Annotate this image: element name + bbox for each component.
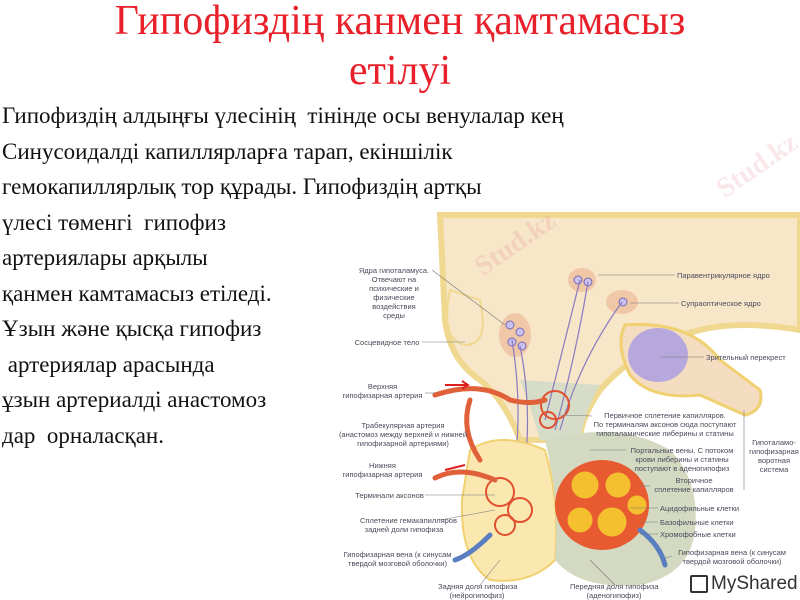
label-secondary-plexus: Вторичное сплетение капилляров xyxy=(654,476,734,494)
body-line: Синусоидалді капиллярларға тарап, екінші… xyxy=(2,138,453,164)
label-basophilic: Базофильные клетки xyxy=(660,518,734,527)
inferior-artery xyxy=(432,469,498,483)
label-posterior-plexus: Сплетение гемакапилляров задней доли гип… xyxy=(360,516,457,534)
body-line: артериялар арасында xyxy=(2,351,215,377)
presentation-icon xyxy=(690,575,708,593)
label-inferior-artery: Нижняя гипофизарная артерия xyxy=(342,461,423,479)
label-vein-left: Гипофизарная вена (к синусам твердой моз… xyxy=(343,550,452,568)
body-line: ұзын артериалді анастомоз xyxy=(2,387,267,412)
body-line: гемокапиллярлық тор құрады. Гипофиздің а… xyxy=(2,174,482,199)
label-anterior-lobe: Передняя доля гипофиза (аденогипофиз) xyxy=(570,582,659,600)
label-mammillary-body: Сосцевидное тело xyxy=(354,338,420,347)
label-trabecular-artery: Трабекулярная артерия (анастомоз между в… xyxy=(338,421,468,448)
slide-body: Гипофиздің алдыңғы үлесінің тінінде осы … xyxy=(2,98,564,453)
label-posterior-lobe: Задняя доля гипофиза (нейрогипофиз) xyxy=(438,582,518,600)
label-portal-system: Гипоталамо- гипофизарная воротная систем… xyxy=(749,438,799,474)
body-line: дар орналасқан. xyxy=(2,422,164,448)
label-paraventricular: Паравентрикулярное ядро xyxy=(677,271,770,280)
label-primary-plexus: Первичное сплетение капилляров. По терми… xyxy=(593,411,737,438)
body-line: қанмен камтамасыз етіледі. xyxy=(2,280,272,306)
body-line: Ұзын және қысқа гипофиз xyxy=(2,316,262,341)
optic-chiasm-section xyxy=(628,328,688,382)
body-line: үлесі төменгі гипофиз xyxy=(2,209,226,235)
label-vein-right: Гипофизарная вена (к синусам твердой моз… xyxy=(678,548,786,566)
body-line: Гипофиздің алдыңғы үлесінің тінінде осы … xyxy=(2,103,564,128)
slide-title-line-1: Гипофиздің канмен қамтамасыз xyxy=(114,0,686,44)
slide-title-line-2: етілуі xyxy=(348,48,452,94)
trabecular-artery xyxy=(464,397,483,463)
vein-left xyxy=(452,532,493,563)
mammillary-body xyxy=(446,288,484,347)
label-acidophilic: Ацидофильные клетки xyxy=(660,504,740,513)
label-axon-terminals: Терминали аксонов xyxy=(355,491,424,500)
myshared-logo: MyShared xyxy=(690,573,798,595)
label-superior-artery: Верхняя гипофизарная артерия xyxy=(342,382,423,400)
label-portal-veins: Портальные вены. С потоком крови либерин… xyxy=(630,446,734,473)
label-chromophobe: Хромофобные клетки xyxy=(660,530,736,539)
logo-text: MyShared xyxy=(711,573,798,594)
label-optic-chiasm: Зрительный перекрест xyxy=(706,353,786,362)
superior-artery xyxy=(432,386,548,405)
label-supraoptic: Супраоптическое ядро xyxy=(681,299,761,308)
label-hypothalamus-nuclei: Ядра гипоталамуса. Отвечают на психическ… xyxy=(358,266,430,320)
vein-right xyxy=(637,527,668,568)
neurohypophysis xyxy=(460,439,558,582)
body-line: артериялары арқылы xyxy=(2,245,208,270)
